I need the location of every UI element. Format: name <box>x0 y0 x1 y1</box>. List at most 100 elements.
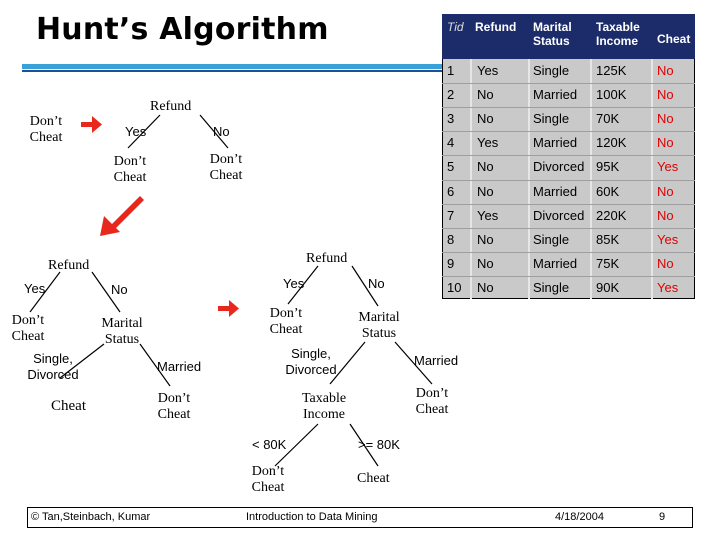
edge-label-single-divorced: Single, Divorced <box>27 351 79 382</box>
title-underline-dark <box>22 70 442 72</box>
arrow-right-1 <box>81 116 102 133</box>
table-cell: 1 <box>447 63 455 78</box>
edge-t2-married <box>139 343 171 387</box>
edge-t3-married <box>394 341 433 385</box>
table-cell: Single <box>533 231 570 247</box>
footer-course: Introduction to Data Mining <box>246 511 378 523</box>
table-cell: 3 <box>447 111 455 127</box>
table-cell: 60K <box>596 183 620 199</box>
edge-t3-ge80 <box>349 423 379 467</box>
edge-t1-yes <box>127 114 161 149</box>
edge-t2-no <box>91 271 121 313</box>
table-cell: No <box>477 279 494 295</box>
table-cell: 10 <box>447 279 462 295</box>
column-separator <box>470 59 472 299</box>
node-marital-status: Marital Status <box>358 310 400 341</box>
table-cell: 85K <box>596 231 620 247</box>
slide-footer: © Tan,Steinbach, Kumar Introduction to D… <box>27 507 693 528</box>
table-cell: Yes <box>657 279 679 295</box>
table-cell: 8 <box>447 231 455 247</box>
row-divider <box>442 203 695 205</box>
node-refund: Refund <box>48 258 90 273</box>
leaf-dont-cheat: Don’t Cheat <box>113 154 147 185</box>
row-divider <box>442 275 695 277</box>
edge-label-yes: Yes <box>125 124 147 139</box>
leaf-dont-cheat: Don’t Cheat <box>29 114 63 145</box>
table-cell: 4 <box>447 135 455 151</box>
footer-date: 4/18/2004 <box>555 511 604 523</box>
table-header <box>442 14 695 59</box>
row-divider <box>442 107 695 109</box>
edge-t3-no <box>351 265 379 307</box>
table-cell: 90K <box>596 279 620 295</box>
edge-label-lt80k: < 80K <box>252 437 287 452</box>
table-cell: No <box>657 183 674 199</box>
column-separator <box>590 59 592 299</box>
leaf-dont-cheat: Don’t Cheat <box>251 464 285 495</box>
table-cell: No <box>477 183 494 199</box>
table-cell: No <box>657 207 674 223</box>
table-cell: Divorced <box>533 159 585 175</box>
table-cell: Yes <box>657 159 679 175</box>
table-cell: No <box>477 159 494 175</box>
node-refund: Refund <box>306 251 348 266</box>
table-cell: Yes <box>477 135 499 151</box>
table-cell: Married <box>533 255 578 271</box>
table-cell: 6 <box>447 183 455 199</box>
leaf-cheat: Cheat <box>51 398 86 414</box>
column-separator <box>651 59 653 299</box>
edge-label-no: No <box>368 276 385 291</box>
table-cell: No <box>657 135 674 151</box>
edge-t1-no <box>199 114 229 149</box>
edge-label-no: No <box>213 124 230 139</box>
table-cell: Yes <box>477 207 499 223</box>
edge-label-yes: Yes <box>283 276 305 291</box>
row-divider <box>442 155 695 157</box>
table-cell: Divorced <box>533 207 585 223</box>
leaf-dont-cheat: Don’t Cheat <box>269 306 303 337</box>
leaf-cheat: Cheat <box>357 471 390 486</box>
table-cell: 9 <box>447 255 455 271</box>
table-cell: No <box>657 87 674 103</box>
table-cell: No <box>477 231 494 247</box>
table-cell: No <box>477 111 494 127</box>
table-cell: No <box>477 255 494 271</box>
table-cell: No <box>657 255 674 271</box>
edge-label-ge80k: >= 80K <box>358 437 400 452</box>
leaf-dont-cheat: Don’t Cheat <box>209 152 243 183</box>
table-cell: No <box>657 63 674 78</box>
edge-t3-single <box>329 341 366 385</box>
slide-title: Hunt’s Algorithm <box>36 12 329 47</box>
row-divider <box>442 131 695 133</box>
edge-t2-yes <box>29 271 61 313</box>
table-cell: No <box>657 111 674 127</box>
table-cell: 75K <box>596 255 620 271</box>
table-cell: 95K <box>596 159 620 175</box>
table-cell: Yes <box>477 63 499 78</box>
table-cell: 120K <box>596 135 627 151</box>
leaf-dont-cheat: Don’t Cheat <box>11 313 45 344</box>
table-cell: 220K <box>596 207 627 223</box>
leaf-dont-cheat: Don’t Cheat <box>415 386 449 417</box>
table-cell: 70K <box>596 111 620 127</box>
header-marital-status: Marital Status <box>533 20 572 48</box>
table-cell: Married <box>533 87 578 103</box>
edge-label-married: Married <box>414 353 459 368</box>
row-divider <box>442 179 695 181</box>
table-cell: No <box>477 87 494 103</box>
table-cell: 7 <box>447 207 455 223</box>
table-cell: Single <box>533 63 570 78</box>
header-cheat: Cheat <box>657 32 691 46</box>
footer-copyright: © Tan,Steinbach, Kumar <box>31 511 151 523</box>
column-separator <box>528 59 530 299</box>
table-cell: Single <box>533 279 570 295</box>
edge-t3-lt80 <box>274 423 319 467</box>
edge-t3-yes <box>287 265 319 305</box>
table-cell: Married <box>533 183 578 199</box>
edge-t2-single <box>59 343 105 379</box>
row-divider <box>442 251 695 253</box>
edge-label-single-divorced: Single, Divorced <box>285 346 337 377</box>
arrow-diagonal <box>100 196 144 236</box>
header-refund: Refund <box>475 20 517 34</box>
node-taxable-income: Taxable Income <box>301 391 347 422</box>
